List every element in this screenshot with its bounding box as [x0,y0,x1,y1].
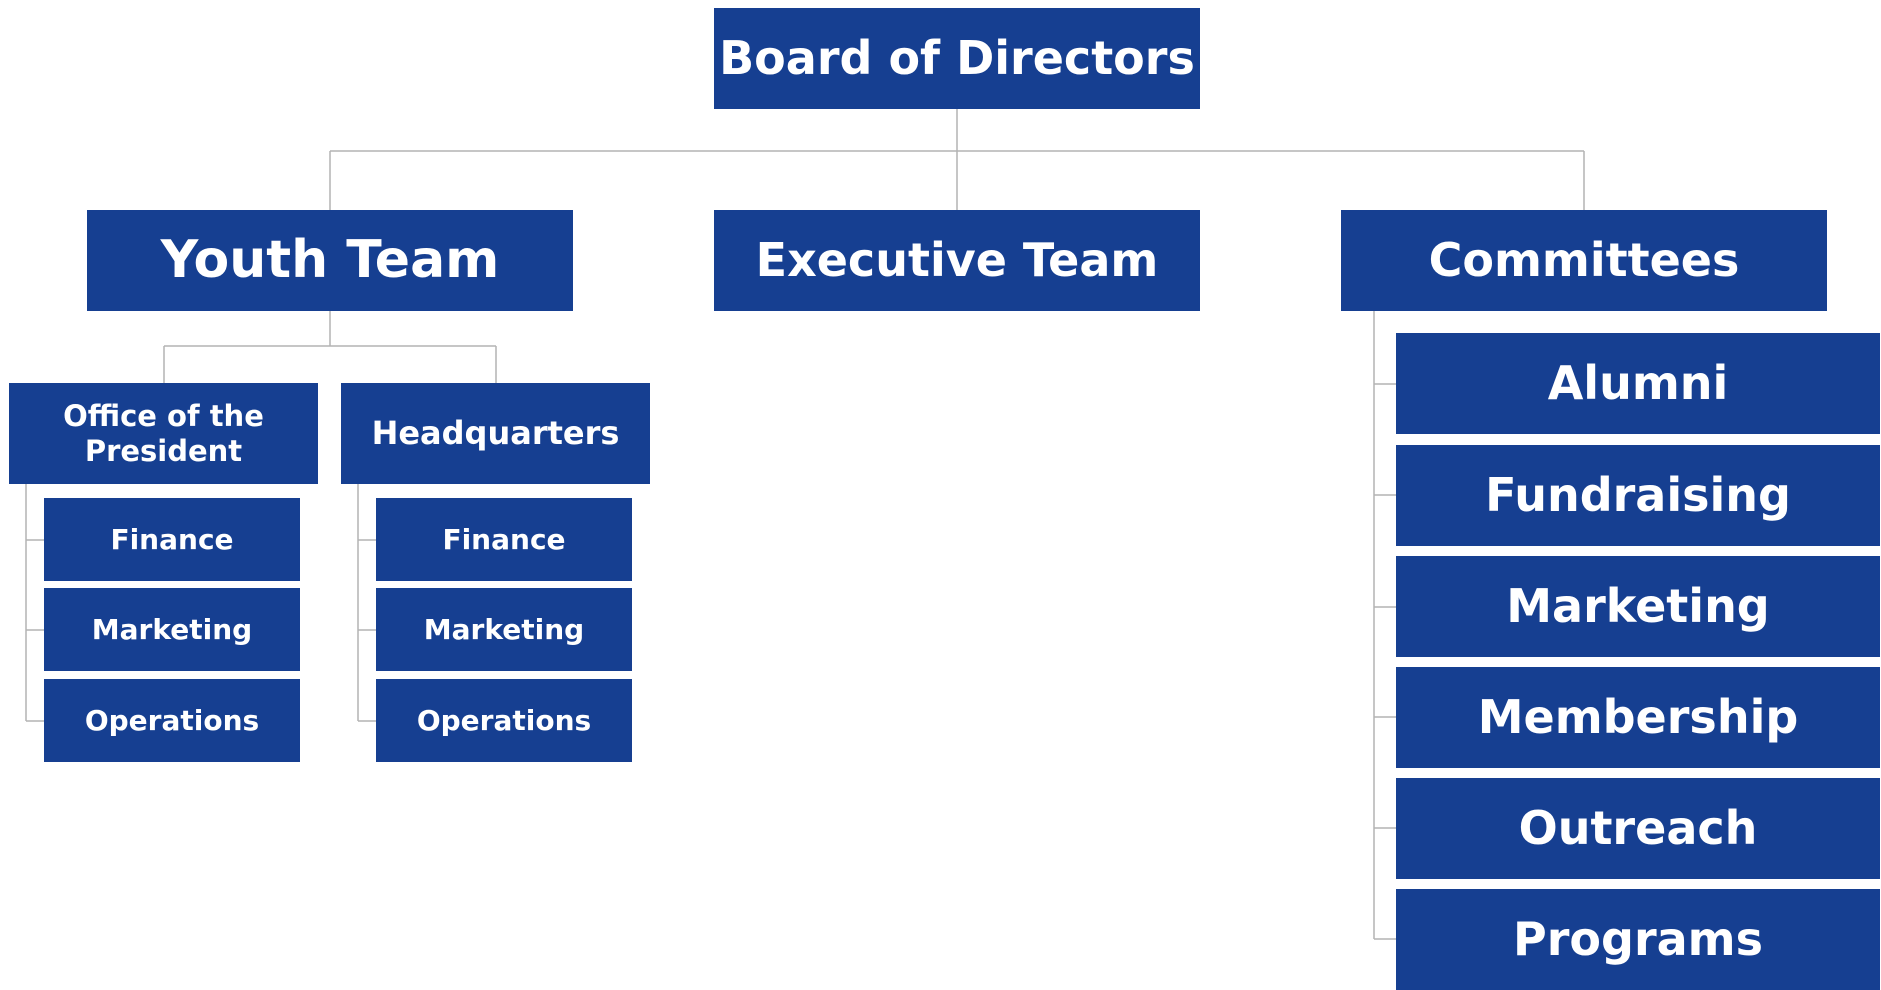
hq-operations-box: Operations [376,679,632,762]
hq-finance-box: Finance [376,498,632,581]
committees-outreach-label: Outreach [1518,800,1758,855]
committees-fundraising-box: Fundraising [1396,445,1880,546]
board-of-directors-label: Board of Directors [719,30,1195,85]
committees-marketing-label: Marketing [1506,578,1770,633]
office-finance-box: Finance [44,498,300,581]
hq-operations-label: Operations [416,703,592,737]
office-operations-box: Operations [44,679,300,762]
hq-marketing-label: Marketing [423,612,585,646]
office-operations-label: Operations [84,703,260,737]
office-of-the-president-box: Office of the President [9,383,318,484]
youth-team-box: Youth Team [87,210,573,311]
office-marketing-box: Marketing [44,588,300,671]
board-of-directors-box: Board of Directors [714,8,1200,109]
office-of-the-president-label: Office of the President [63,398,264,468]
hq-marketing-box: Marketing [376,588,632,671]
headquarters-label: Headquarters [371,414,620,453]
executive-team-box: Executive Team [714,210,1200,311]
committees-box: Committees [1341,210,1827,311]
office-marketing-label: Marketing [91,612,253,646]
committees-programs-box: Programs [1396,889,1880,990]
hq-finance-label: Finance [442,522,566,556]
executive-team-label: Executive Team [755,232,1159,287]
headquarters-box: Headquarters [341,383,650,484]
youth-team-label: Youth Team [160,230,500,291]
committees-alumni-box: Alumni [1396,333,1880,434]
committees-membership-label: Membership [1477,689,1799,744]
committees-membership-box: Membership [1396,667,1880,768]
committees-label: Committees [1428,232,1740,287]
committees-outreach-box: Outreach [1396,778,1880,879]
office-finance-label: Finance [110,522,234,556]
committees-programs-label: Programs [1513,911,1763,966]
committees-marketing-box: Marketing [1396,556,1880,657]
committees-fundraising-label: Fundraising [1485,467,1791,522]
committees-alumni-label: Alumni [1547,355,1729,410]
